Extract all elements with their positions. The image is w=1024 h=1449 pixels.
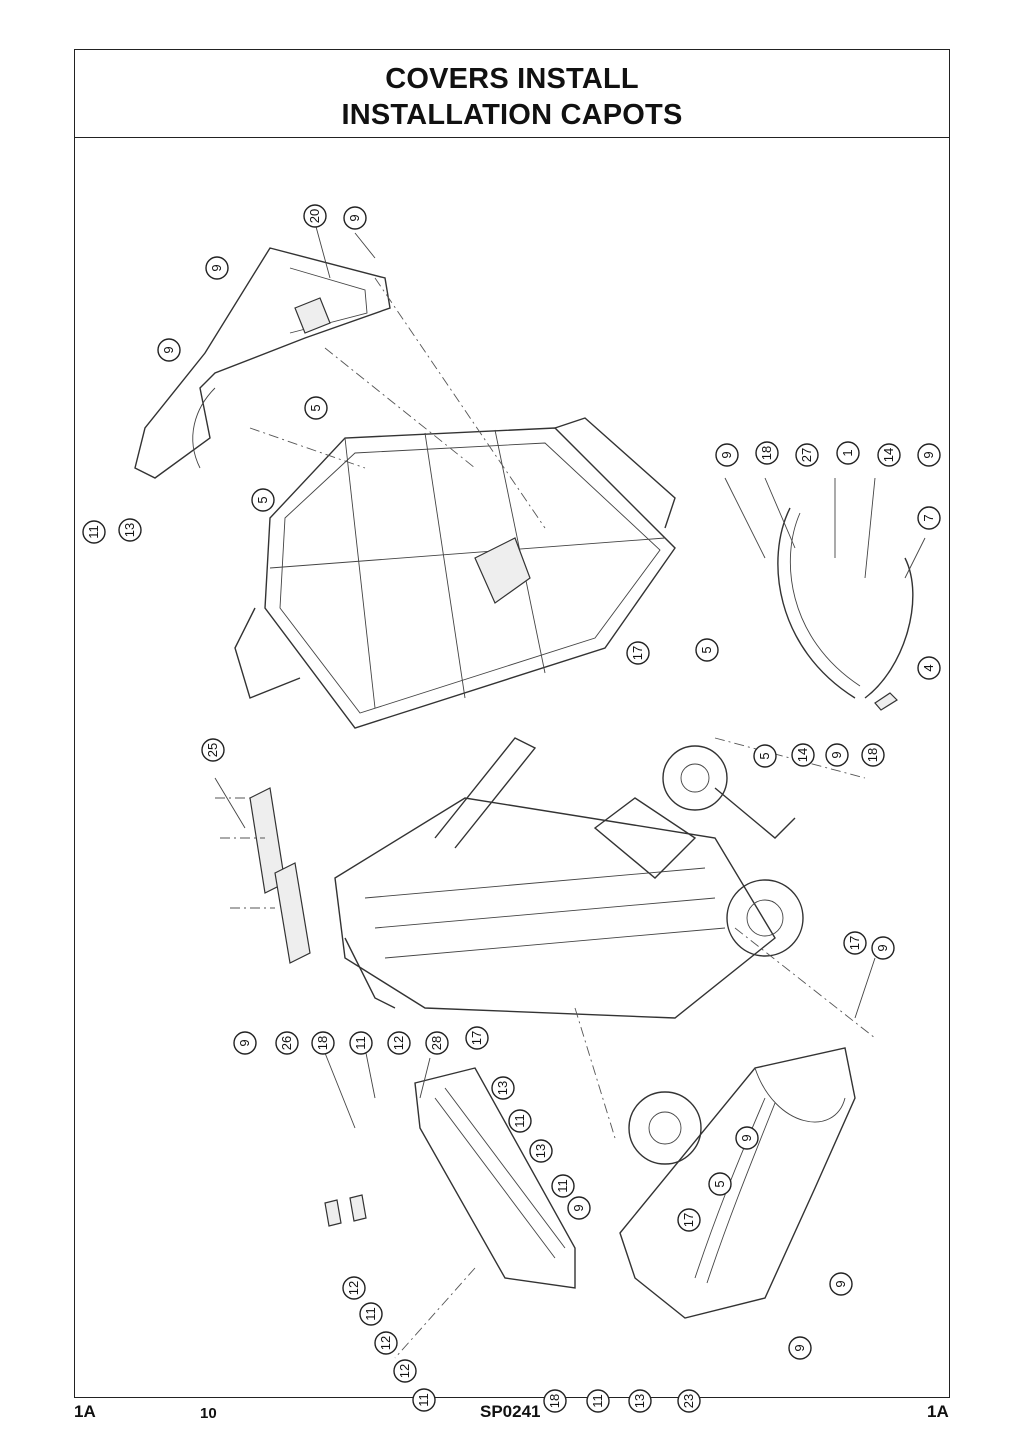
callout-label: 20 — [307, 209, 322, 223]
drawing-frame: COVERS INSTALL INSTALLATION CAPOTS — [74, 49, 950, 1413]
callout-label: 11 — [512, 1114, 527, 1128]
callout-label: 12 — [346, 1281, 361, 1295]
callout-label: 12 — [391, 1036, 406, 1050]
callout-label: 17 — [847, 936, 862, 950]
callout-label: 4 — [921, 664, 936, 671]
callout-label: 9 — [739, 1134, 754, 1141]
callout-label: 11 — [86, 525, 101, 539]
footer-document-code: SP0241 — [480, 1402, 541, 1421]
callout-label: 9 — [347, 214, 362, 221]
footer-left-code: 1A — [74, 1402, 96, 1421]
callout-label: 11 — [555, 1179, 570, 1193]
callout-label: 18 — [865, 748, 880, 762]
callout-label: 17 — [681, 1213, 696, 1227]
callout-label: 14 — [881, 448, 896, 462]
callout-label: 14 — [795, 748, 810, 762]
callout-label: 9 — [571, 1204, 586, 1211]
callout-label: 9 — [161, 346, 176, 353]
callout-label: 18 — [547, 1394, 562, 1408]
callout-label: 18 — [315, 1036, 330, 1050]
callout-label: 13 — [122, 523, 137, 537]
callout-label: 23 — [681, 1394, 696, 1408]
callout-label: 5 — [308, 404, 323, 411]
platform-basket-drawing — [234, 417, 676, 729]
callouts: 20 9 9 9 5 5 11 13 9 18 27 1 14 9 7 4 14… — [82, 204, 941, 1413]
callout-label: 9 — [237, 1039, 252, 1046]
footer-right-code: 1A — [927, 1402, 949, 1421]
callout-label: 5 — [757, 752, 772, 759]
callout-label: 9 — [209, 264, 224, 271]
callout-label: 27 — [799, 448, 814, 462]
callout-label: 12 — [397, 1364, 412, 1378]
wheel-arch-cover-drawing — [777, 507, 914, 711]
callout-label: 9 — [833, 1280, 848, 1287]
callout-label: 11 — [363, 1307, 378, 1321]
rear-cover-drawing — [619, 1047, 856, 1319]
callout-label: 11 — [416, 1393, 431, 1407]
callout-label: 17 — [469, 1031, 484, 1045]
side-panels-drawing — [215, 787, 311, 964]
callout-label: 18 — [759, 446, 774, 460]
callout-label: 26 — [279, 1036, 294, 1050]
chassis-base-drawing — [334, 737, 804, 1165]
leader-lines — [214, 222, 926, 1359]
callout-label: 5 — [712, 1180, 727, 1187]
callout-label: 9 — [719, 451, 734, 458]
page-subtitle: INSTALLATION CAPOTS — [341, 99, 683, 131]
callout-label: 7 — [921, 514, 936, 521]
callout-label: 11 — [590, 1394, 605, 1408]
upper-cover-drawing — [134, 247, 391, 479]
callout-label: 25 — [205, 743, 220, 757]
callout-label: 28 — [429, 1036, 444, 1050]
callout-label: 5 — [255, 496, 270, 503]
callout-label: 13 — [632, 1394, 647, 1408]
front-cover-drawing — [324, 1067, 576, 1289]
callout-label: 9 — [792, 1344, 807, 1351]
callout-label: 9 — [829, 751, 844, 758]
callout-label: 5 — [699, 646, 714, 653]
callout-label: 1 — [840, 449, 855, 456]
callout-label: 13 — [495, 1081, 510, 1095]
callout-label: 9 — [921, 451, 936, 458]
footer-page-number: 10 — [200, 1405, 217, 1422]
callout-label: 13 — [533, 1144, 548, 1158]
callout-label: 17 — [630, 646, 645, 660]
callout-label: 12 — [378, 1336, 393, 1350]
title-block: COVERS INSTALL INSTALLATION CAPOTS — [75, 50, 949, 138]
callout-label: 9 — [875, 944, 890, 951]
exploded-parts-diagram: 20 9 9 9 5 5 11 13 9 18 27 1 14 9 7 4 14… — [82, 204, 941, 1413]
page-title: COVERS INSTALL — [385, 63, 639, 95]
callout-label: 11 — [353, 1036, 368, 1050]
